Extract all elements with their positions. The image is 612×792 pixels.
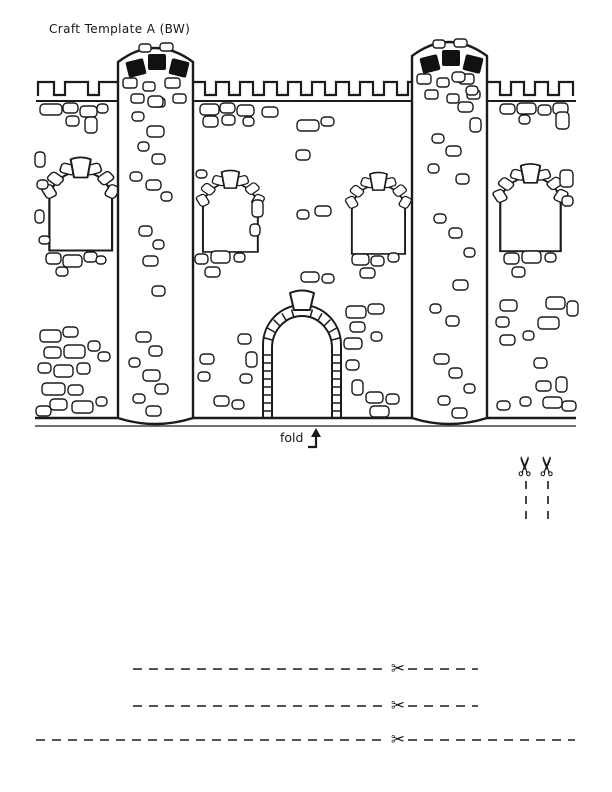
scissors-icon: ✂ bbox=[391, 696, 405, 716]
wall-stones bbox=[34, 71, 579, 419]
scissors-icon: ✂ bbox=[511, 455, 542, 478]
fold-arrow-icon bbox=[308, 428, 321, 449]
cut-line-vertical-1: ✂ bbox=[511, 455, 542, 523]
cut-line-vertical-2: ✂ bbox=[533, 455, 564, 523]
main-door bbox=[262, 289, 342, 419]
scissors-icon: ✂ bbox=[533, 455, 564, 478]
fold-label: fold bbox=[280, 430, 304, 445]
door-keystone bbox=[289, 289, 315, 311]
left-tower bbox=[116, 42, 195, 426]
window-3 bbox=[343, 171, 414, 255]
ground-line bbox=[35, 416, 576, 427]
window-1 bbox=[39, 156, 122, 252]
battlement bbox=[36, 80, 575, 97]
scissors-icon: ✂ bbox=[391, 730, 405, 750]
scissors-icon: ✂ bbox=[391, 659, 405, 679]
cut-line-3: ✂ bbox=[36, 730, 575, 750]
page-title: Craft Template A (BW) bbox=[49, 22, 191, 36]
cut-line-1: ✂ bbox=[133, 659, 478, 679]
window-4 bbox=[490, 162, 571, 253]
door-bricks bbox=[263, 309, 341, 412]
cut-line-2: ✂ bbox=[133, 696, 478, 716]
